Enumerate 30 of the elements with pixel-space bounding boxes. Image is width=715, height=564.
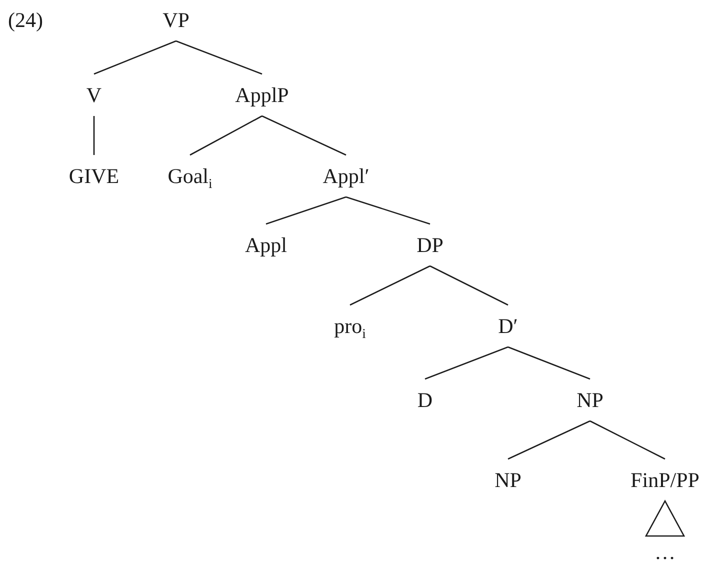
tree-node-label: Appl′ xyxy=(320,155,372,197)
tree-node-label: NP xyxy=(574,379,606,421)
tree-branch xyxy=(346,196,430,225)
tree-branch xyxy=(508,346,590,380)
example-number: (24) xyxy=(8,8,43,32)
tree-node-label: VP xyxy=(160,0,192,41)
tree-branch xyxy=(508,420,590,460)
tree-branch xyxy=(590,420,666,460)
tree-branch xyxy=(93,116,95,155)
tree-branch xyxy=(94,40,176,75)
tree-node-label: DP xyxy=(414,224,446,266)
abbreviation-triangle xyxy=(644,500,686,537)
tree-node-label: ApplP xyxy=(233,74,291,116)
tree-branch xyxy=(430,265,508,306)
tree-node-label: GIVE xyxy=(66,155,122,197)
tree-node-label: pro$_{i}$ xyxy=(332,305,368,347)
tree-node-label: V xyxy=(84,74,104,116)
tree-branch xyxy=(424,346,508,380)
tree-branch xyxy=(190,115,262,156)
tree-node-label: FinP/PP xyxy=(628,459,702,501)
tree-node-label: Appl xyxy=(243,224,289,266)
tree-branch xyxy=(266,196,346,225)
tree-node-label: D xyxy=(415,379,435,421)
tree-branch xyxy=(176,40,262,75)
tree-branch xyxy=(350,265,430,306)
tree-branch xyxy=(262,115,346,156)
tree-node-label: … xyxy=(652,536,678,564)
tree-node-label: Goal$_{i}$ xyxy=(166,155,214,197)
tree-node-label: NP xyxy=(492,459,524,501)
tree-node-label: D′ xyxy=(496,305,520,347)
